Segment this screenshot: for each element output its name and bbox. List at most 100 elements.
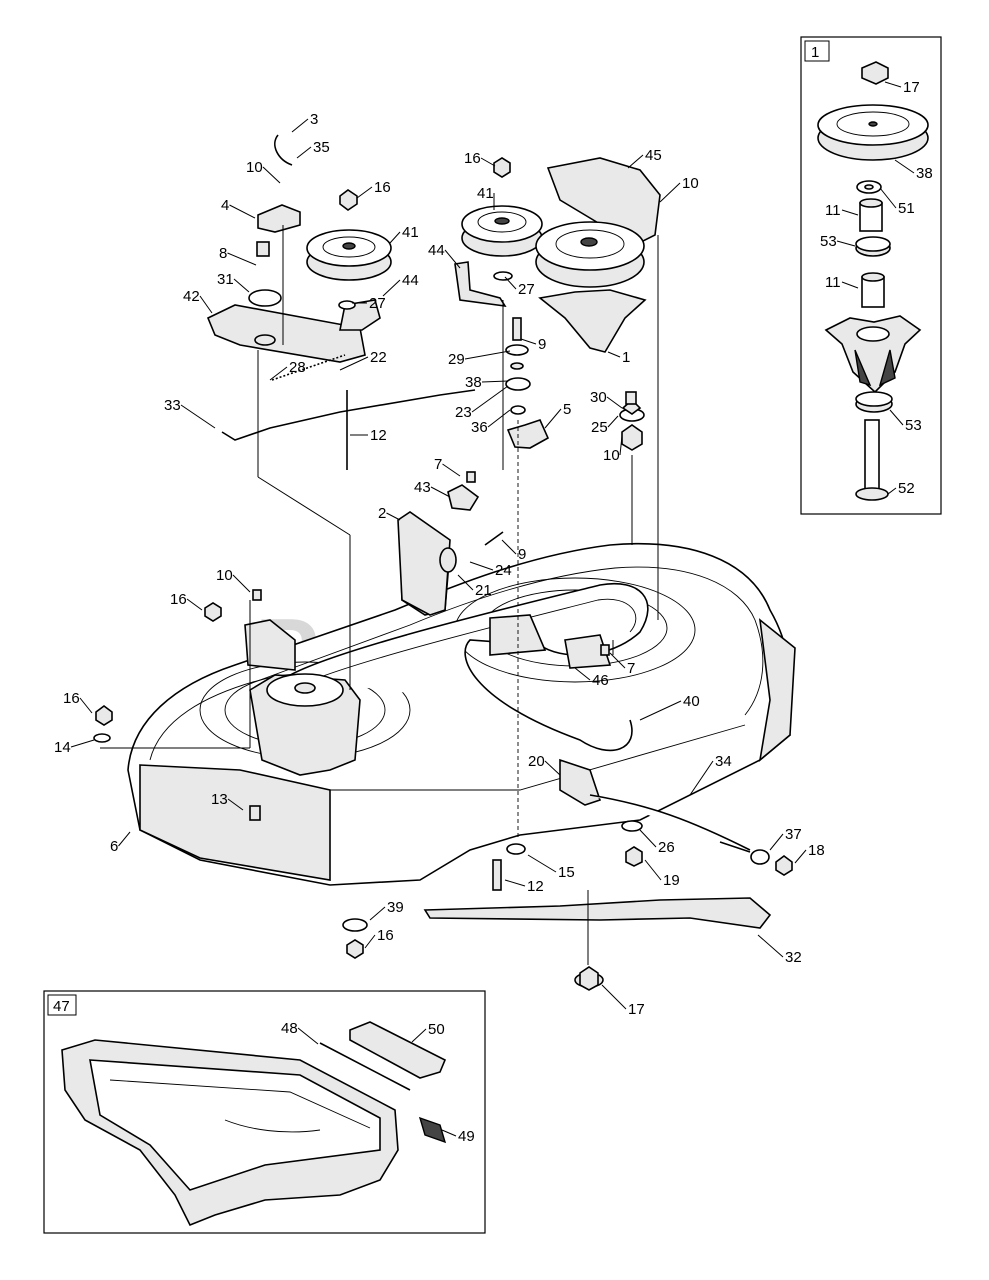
callout-part-number[interactable]: 10 (216, 567, 233, 584)
callout-part-number[interactable]: 33 (164, 397, 181, 414)
callout-leader (369, 906, 386, 921)
callout-part-number[interactable]: 16 (374, 179, 391, 196)
mower-deck-shell (127, 529, 796, 886)
callout-part-number[interactable]: 22 (370, 349, 387, 366)
callout-part-number[interactable]: 6 (110, 838, 118, 855)
callout-part-number[interactable]: 16 (170, 591, 187, 608)
callout-part-number[interactable]: 15 (558, 864, 575, 881)
callout-part-number[interactable]: 48 (281, 1020, 298, 1037)
callout-leader (841, 281, 859, 289)
callout-part-number[interactable]: 38 (916, 165, 933, 182)
callout-part-number[interactable]: 35 (313, 139, 330, 156)
callout-part-number[interactable]: 21 (475, 582, 492, 599)
callout-part-number[interactable]: 50 (428, 1021, 445, 1038)
callout-part-number[interactable]: 16 (63, 690, 80, 707)
callout-part-number[interactable]: 10 (603, 447, 620, 464)
callout-part-number[interactable]: 25 (591, 419, 608, 436)
callout-part-number[interactable]: 52 (898, 480, 915, 497)
callout-part-number[interactable]: 32 (785, 949, 802, 966)
callout-part-number[interactable]: 39 (387, 899, 404, 916)
callout-leader (269, 366, 288, 381)
callout-part-number[interactable]: 11 (825, 202, 841, 219)
callout-part-number[interactable]: 46 (592, 672, 609, 689)
callout-part-number[interactable]: 17 (628, 1001, 645, 1018)
callout-leader (199, 295, 213, 314)
callout-part-number[interactable]: 5 (563, 401, 571, 418)
callout-part-number[interactable]: 7 (627, 660, 635, 677)
callout-part-number[interactable]: 37 (785, 826, 802, 843)
callout-part-number[interactable]: 8 (219, 245, 227, 262)
callout-part-number[interactable]: 26 (658, 839, 675, 856)
callout-part-number[interactable]: 41 (402, 224, 419, 241)
callout-part-number[interactable]: 10 (246, 159, 263, 176)
callout-leader (229, 204, 256, 219)
callout-part-number[interactable]: 14 (54, 739, 71, 756)
callout-leader (894, 159, 915, 174)
callout-part-number[interactable]: 51 (898, 200, 915, 217)
callout-leader (364, 934, 376, 949)
callout-leader (389, 231, 401, 244)
spindle-pulley-assembly-center (454, 157, 661, 451)
callout-leader (544, 408, 562, 429)
callout-part-number[interactable]: 34 (715, 753, 732, 770)
callout-part-number[interactable]: 7 (434, 456, 442, 473)
callout-leader (504, 276, 517, 290)
callout-part-number[interactable]: 40 (683, 693, 700, 710)
callout-part-number[interactable]: 38 (465, 374, 482, 391)
callout-part-number[interactable]: 13 (211, 791, 228, 808)
callout-part-number[interactable]: 12 (527, 878, 544, 895)
callout-leader (574, 667, 591, 681)
callout-leader (70, 739, 95, 748)
callout-part-number[interactable]: 1 (622, 349, 630, 366)
callout-leader (232, 574, 251, 593)
callout-leader (884, 81, 902, 88)
callout-leader (480, 157, 496, 167)
callout-part-number[interactable]: 17 (903, 79, 920, 96)
callout-part-number[interactable]: 18 (808, 842, 825, 859)
callout-part-number[interactable]: 16 (464, 150, 481, 167)
callout-part-number[interactable]: 31 (217, 271, 234, 288)
callout-leader (501, 539, 517, 555)
callout-leader (291, 118, 309, 133)
callout-part-number[interactable]: 12 (370, 427, 387, 444)
callout-part-number[interactable]: 11 (825, 274, 841, 291)
callout-leader (79, 697, 93, 714)
callout-part-number[interactable]: 44 (402, 272, 419, 289)
callout-part-number[interactable]: 41 (477, 185, 494, 202)
callout-part-number[interactable]: 16 (377, 927, 394, 944)
callout-leader (607, 415, 619, 428)
callout-part-number[interactable]: 53 (820, 233, 837, 250)
mid-bracket (397, 484, 504, 616)
callout-part-number[interactable]: 20 (528, 753, 545, 770)
callout-part-number[interactable]: 30 (590, 389, 607, 406)
callout-part-number[interactable]: 23 (455, 404, 472, 421)
callout-part-number[interactable]: 24 (495, 562, 512, 579)
callout-part-number[interactable]: 2 (378, 505, 386, 522)
callout-part-number[interactable]: 3 (310, 111, 318, 128)
callout-part-number[interactable]: 9 (538, 336, 546, 353)
callout-part-number[interactable]: 10 (682, 175, 699, 192)
callout-leader (644, 859, 662, 881)
callout-part-number[interactable]: 53 (905, 417, 922, 434)
callout-part-number[interactable]: 45 (645, 147, 662, 164)
callout-leader (233, 278, 250, 293)
callout-part-number[interactable]: 27 (369, 295, 386, 312)
callout-leader (639, 829, 657, 848)
callout-leader (504, 879, 526, 887)
callout-part-number[interactable]: 44 (428, 242, 445, 259)
callout-part-number[interactable]: 29 (448, 351, 465, 368)
callout-leader (487, 409, 511, 428)
callout-leader (794, 849, 807, 864)
callout-part-number[interactable]: 27 (518, 281, 535, 298)
callout-part-number[interactable]: 4 (221, 197, 229, 214)
callout-part-number[interactable]: 42 (183, 288, 200, 305)
callout-leader (339, 356, 369, 371)
callout-part-number[interactable]: 19 (663, 872, 680, 889)
callout-part-number[interactable]: 36 (471, 419, 488, 436)
callout-part-number[interactable]: 43 (414, 479, 431, 496)
callout-leader (469, 561, 494, 571)
callout-part-number[interactable]: 9 (518, 546, 526, 563)
callout-part-number[interactable]: 28 (289, 359, 306, 376)
callout-part-number[interactable]: 49 (458, 1128, 475, 1145)
